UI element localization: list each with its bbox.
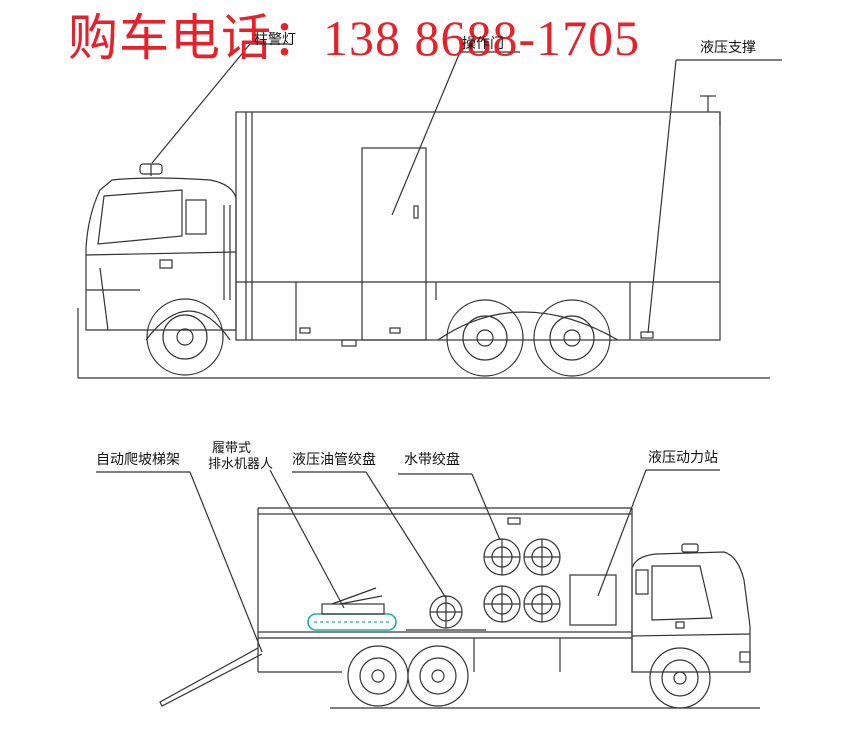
top-rear-wheel-2 — [533, 299, 611, 377]
top-rear-wheel-1 — [446, 299, 524, 377]
tracked-robot — [307, 587, 397, 631]
bottom-warning-light-icon — [681, 543, 699, 553]
label-climbing-ladder: 自动爬坡梯架 — [96, 452, 180, 468]
label-tracked-robot-line1: 履带式 — [212, 441, 252, 456]
label-water-hose-reel: 水带绞盘 — [404, 452, 460, 468]
top-truck-view — [77, 43, 782, 379]
top-front-wheel — [146, 298, 224, 376]
warning-light-icon — [139, 163, 163, 176]
bottom-front-wheel — [649, 647, 711, 709]
bottom-rear-wheel-1 — [347, 645, 409, 707]
operation-door — [361, 147, 427, 341]
water-hose-reels — [483, 538, 561, 623]
bottom-truck-view — [96, 469, 760, 709]
hydraulic-hose-reel — [406, 595, 486, 631]
label-warning-light: 柱警灯 — [254, 32, 296, 48]
phone-banner: 购车电话：138 8688-1705 — [68, 10, 641, 66]
label-hydraulic-power-station: 液压动力站 — [648, 450, 718, 466]
bottom-cab — [631, 551, 751, 673]
label-operation-door: 操作门 — [462, 36, 504, 52]
climbing-ladder — [159, 647, 263, 707]
bottom-rear-wheel-2 — [407, 645, 469, 707]
hydraulic-power-station — [569, 574, 617, 626]
top-cab — [85, 177, 237, 331]
top-box-body — [235, 111, 721, 341]
label-hydraulic-support: 液压支撑 — [700, 40, 756, 56]
label-tracked-robot-line2: 排水机器人 — [208, 457, 274, 472]
label-hydraulic-hose-reel: 液压油管绞盘 — [292, 452, 376, 468]
